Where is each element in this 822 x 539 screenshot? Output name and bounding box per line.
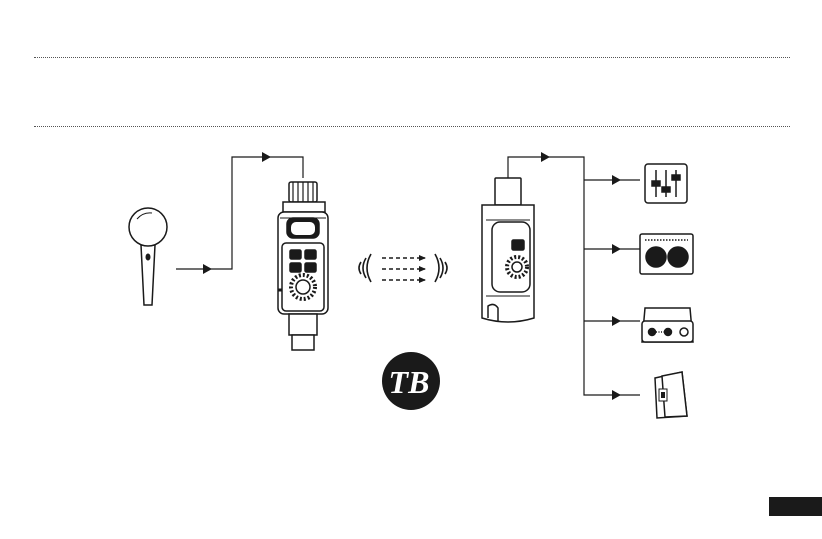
- output-arrows: [612, 175, 621, 400]
- mixer-faders-icon: [645, 164, 687, 203]
- handheld-microphone-icon: [129, 208, 167, 305]
- page-tab: [769, 497, 822, 516]
- guitar-amplifier-icon: [640, 234, 693, 274]
- wireless-receiver-icon: [482, 178, 534, 322]
- brand-logo-text: TB: [389, 364, 430, 400]
- transmitter-line-arrow: [262, 152, 271, 162]
- mic-line-arrow: [203, 264, 212, 274]
- audio-interface-icon: [642, 308, 693, 342]
- brand-logo: TB: [382, 352, 440, 410]
- wireless-transmitter-icon: [278, 182, 328, 350]
- wireless-signal-icon: [359, 254, 447, 282]
- pa-speaker-icon: [655, 372, 687, 418]
- receiver-line-arrow: [541, 152, 550, 162]
